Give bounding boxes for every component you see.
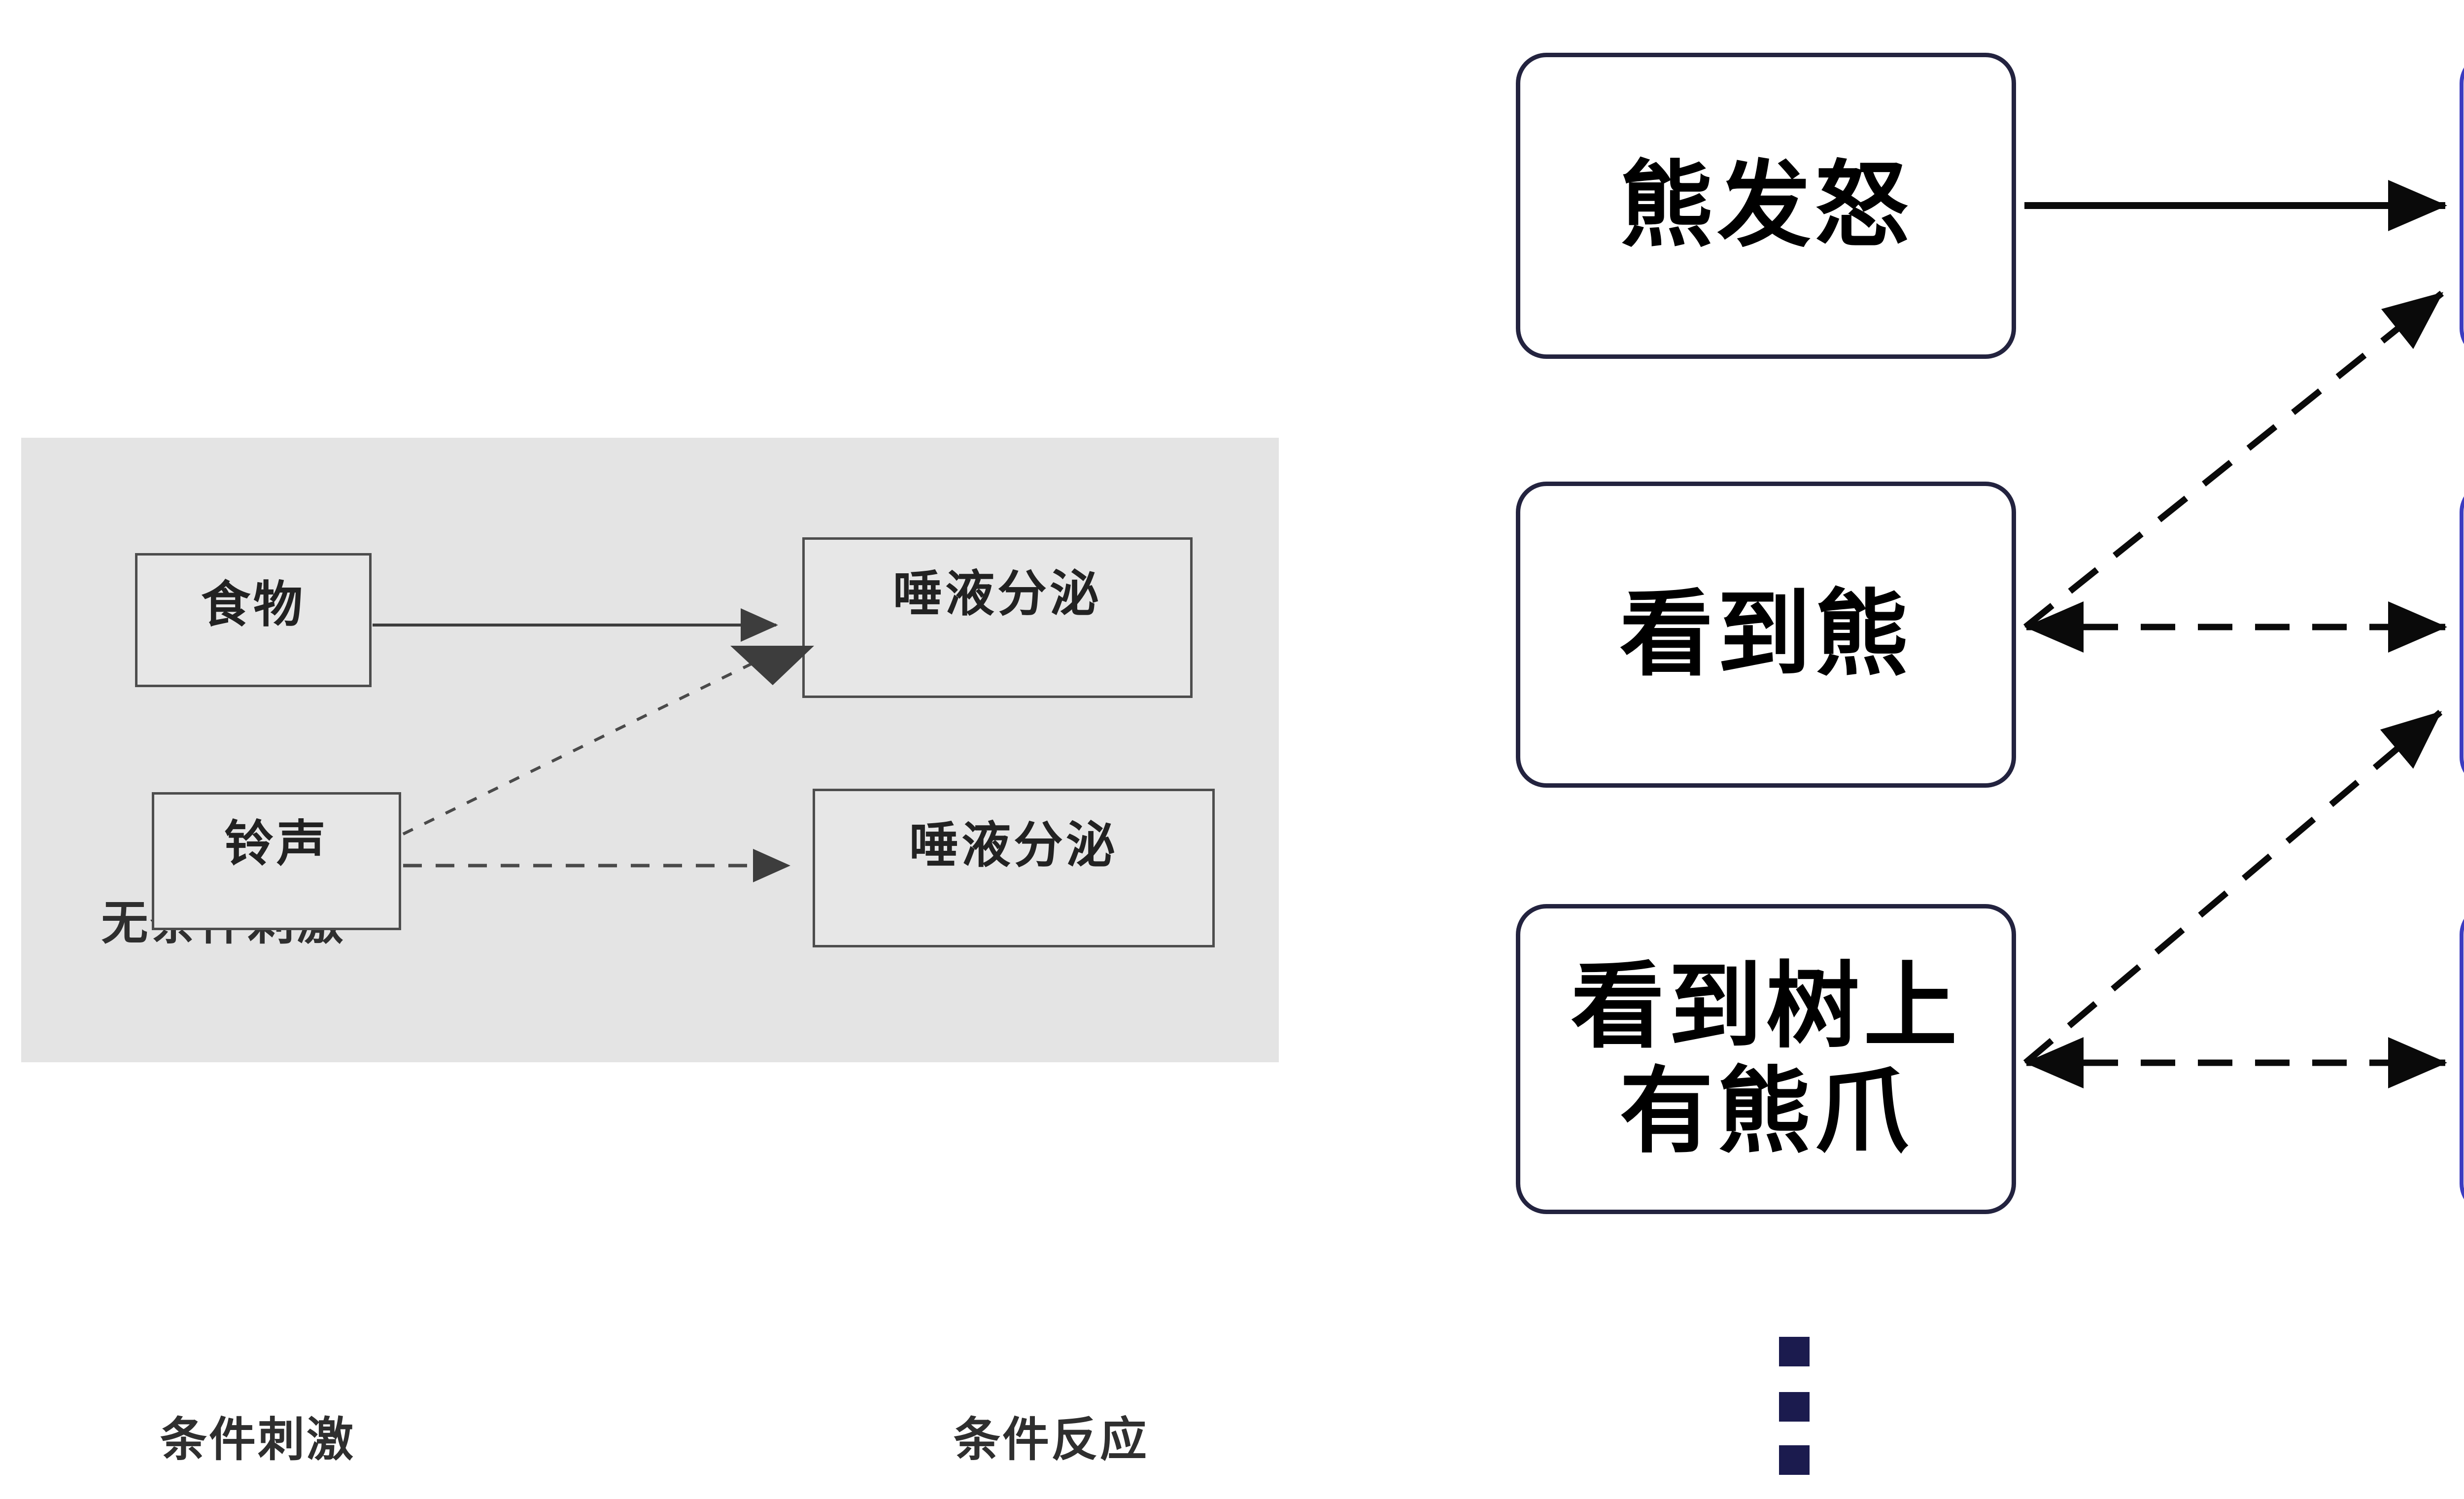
salivation-box-conditioned: 唾液分泌 bbox=[813, 789, 1215, 947]
bell-box-label: 铃声 bbox=[224, 816, 329, 872]
salivation-bottom-label: 唾液分泌 bbox=[909, 818, 1118, 873]
state-bear-angry-label: 熊发怒 bbox=[1619, 153, 1913, 258]
conditioned-response-label: 条件反应 bbox=[953, 1414, 1149, 1466]
salivation-top-label: 唾液分泌 bbox=[893, 566, 1102, 622]
arrow-see-bear-to-reward-dashed bbox=[2023, 290, 2444, 630]
ellipsis-dot bbox=[1779, 1392, 1810, 1422]
bell-box: 铃声 bbox=[152, 792, 401, 930]
state-bear-claw-line2: 有熊爪 bbox=[1619, 1059, 1913, 1164]
arrow-bell-to-salivation-top-dashed bbox=[402, 646, 814, 836]
food-box: 食物 bbox=[135, 553, 372, 687]
food-box-label: 食物 bbox=[201, 577, 306, 632]
ellipsis-dot bbox=[1779, 1445, 1810, 1475]
ellipsis-dot bbox=[1779, 1337, 1810, 1366]
arrow-bear-claw-to-v-s-prime-dashed bbox=[2023, 710, 2443, 1065]
conditioned-stimulus-label: 条件刺激 bbox=[160, 1414, 355, 1466]
state-box-see-bear: 看到熊 bbox=[1516, 482, 2016, 788]
state-bear-claw-line1: 看到树上 bbox=[1571, 954, 1961, 1059]
state-box-bear-claw: 看到树上 有熊爪 bbox=[1516, 904, 2016, 1214]
salivation-box-unconditioned: 唾液分泌 bbox=[802, 537, 1193, 698]
state-see-bear-label: 看到熊 bbox=[1619, 582, 1913, 687]
state-box-bear-angry: 熊发怒 bbox=[1516, 53, 2016, 359]
